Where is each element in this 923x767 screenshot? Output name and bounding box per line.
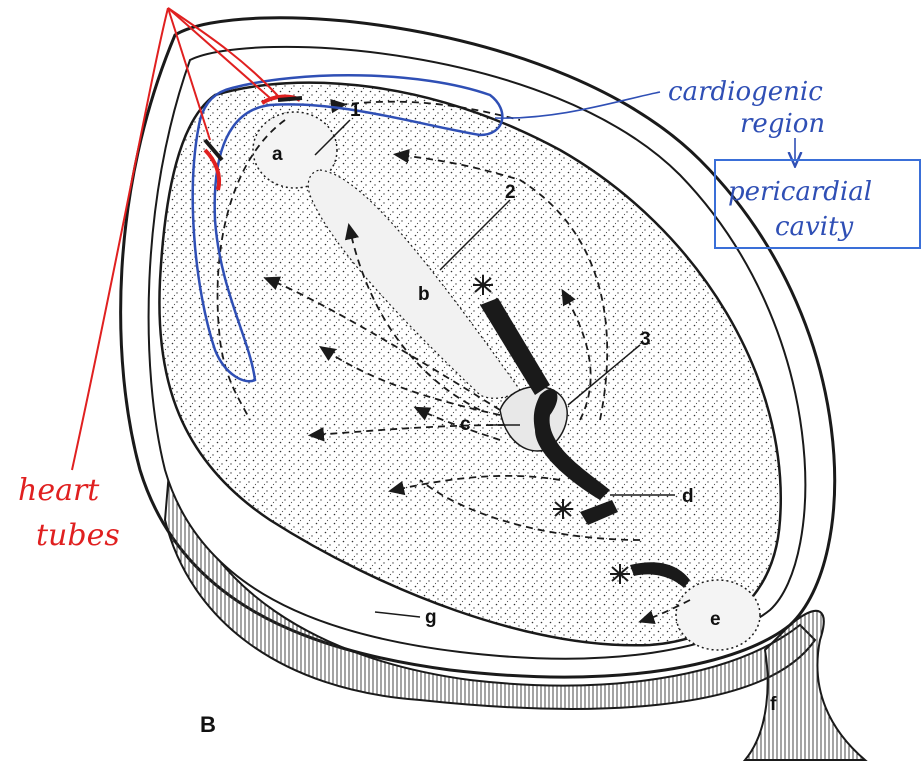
label-1: 1: [350, 100, 361, 121]
pericardial-text-1: pericardial: [728, 177, 872, 207]
label-d: d: [682, 486, 694, 507]
label-b: b: [418, 284, 430, 305]
label-3: 3: [640, 329, 651, 350]
label-e: e: [710, 609, 721, 630]
pericardial-text-2: cavity: [775, 212, 854, 242]
heart-text-1: heart: [18, 473, 100, 508]
label-2: 2: [505, 182, 516, 203]
heart-text-2: tubes: [36, 518, 120, 553]
label-c: c: [460, 414, 471, 435]
label-g: g: [425, 607, 437, 628]
label-f: f: [770, 694, 777, 715]
cardiogenic-text-2: region: [740, 109, 825, 139]
figure-label: B: [200, 712, 216, 737]
cardiogenic-text-1: cardiogenic: [668, 77, 823, 107]
label-a: a: [272, 144, 283, 165]
